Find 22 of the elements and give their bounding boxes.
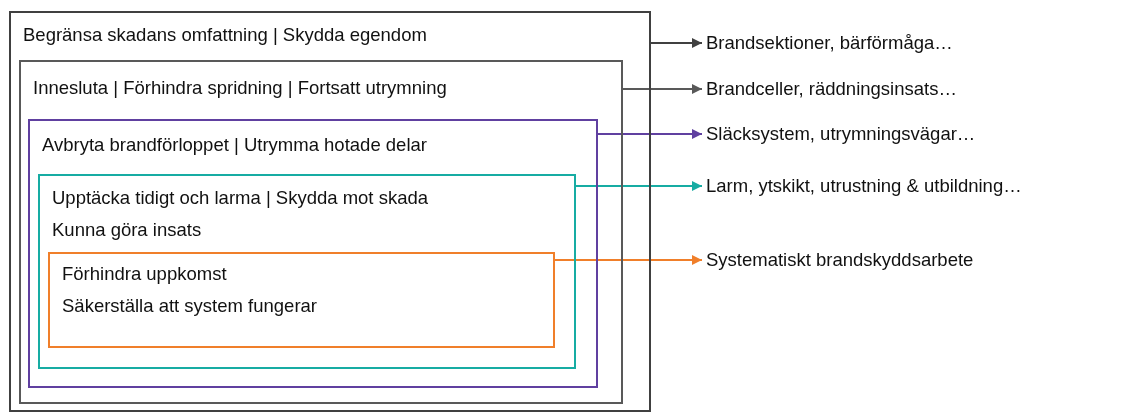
arrow [575,181,703,191]
frame-label: Kunna göra insats [52,218,202,242]
frame-label: Avbryta brandförloppet | Utrymma hotade delar [42,133,427,157]
side-label: Släcksystem, utrymningsvägar… [706,121,976,147]
frame-label: Begränsa skadans omfattning | Skydda egendom [23,23,427,47]
arrow [597,129,703,139]
arrow [650,38,703,48]
frame-label: Upptäcka tidigt och larma | Skydda mot skada [52,186,429,210]
nested-frame [19,60,623,404]
side-label: Systematiskt brandskyddsarbete [706,247,974,273]
nested-frame [38,174,576,369]
frame-label: Innesluta | Förhindra spridning | Fortsatt utrymning [33,76,447,100]
frame-label: Säkerställa att system fungerar [62,294,317,318]
arrow [554,255,703,265]
side-label: Brandsektioner, bärförmåga… [706,30,953,56]
nested-frame [9,11,651,412]
frame-label: Förhindra uppkomst [62,262,227,286]
side-label: Brandceller, räddningsinsats… [706,76,957,102]
arrow [622,84,703,94]
nested-frame [48,252,555,348]
side-label: Larm, ytskikt, utrustning & utbildning… [706,173,1022,199]
nested-frame [28,119,598,388]
